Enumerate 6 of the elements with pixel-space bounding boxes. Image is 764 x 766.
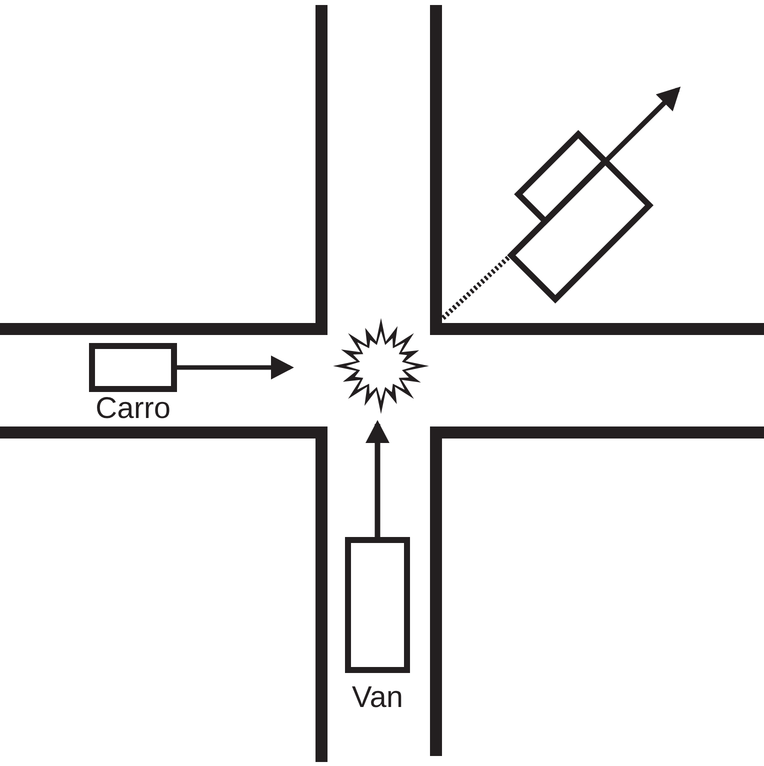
vehicle-label: Carro <box>96 394 170 424</box>
vehicle-label: Van <box>352 683 404 713</box>
collision-burst <box>333 318 429 414</box>
arrow <box>366 420 390 537</box>
vehicle-symbol <box>506 156 654 304</box>
arrow <box>177 356 294 380</box>
